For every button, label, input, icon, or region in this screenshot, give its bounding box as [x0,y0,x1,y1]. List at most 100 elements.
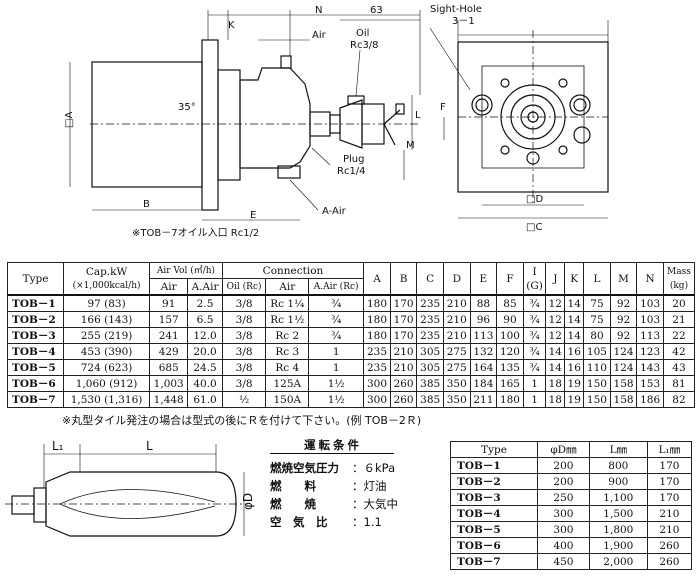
table-cell: 1 [522,375,547,392]
table-cell: 210 [646,505,693,522]
tile-th-phid: φD㎜ [537,441,590,458]
table-cell: TOB－1 [7,294,64,312]
dim-e: E [250,210,256,221]
table-cell: 14 [564,294,585,312]
th-c: C [416,262,444,296]
table-cell: 3/8 [221,294,267,312]
th-cap: Cap.kW(×1,000kcal/h) [62,262,151,296]
table-cell: 103 [636,311,664,328]
table-cell: 900 [588,473,648,490]
table-cell: 724 (623) [62,359,151,376]
label-sight-hole: Sight-Hole [430,4,482,15]
table-cell: 275 [442,359,471,376]
table-cell: 105 [583,343,611,360]
table-cell: 24.5 [187,359,223,376]
th-mass: Mass(kg) [662,262,696,296]
table-cell: 14 [564,327,585,344]
table-cell: 1 [308,343,365,360]
table-cell: 2,000 [588,553,648,570]
table-cell: 12.0 [187,327,223,344]
table-cell: 97 (83) [62,294,151,312]
table-cell: ¾ [308,294,365,312]
th-air: Air [149,278,189,296]
th-a-air: A.Air [187,278,223,296]
table-cell: 21 [662,311,696,328]
table-cell: 135 [496,359,524,376]
table-cell: 170 [646,489,693,506]
table-cell: 450 [537,553,590,570]
table-cell: ¾ [522,343,547,360]
table-cell: Rc 1½ [265,311,310,328]
table-cell: TOB－6 [449,537,539,554]
table-cell: 235 [363,343,391,360]
table-cell: 150A [265,391,310,408]
table-cell: 124 [609,359,638,376]
table-cell: 235 [363,359,391,376]
th-i: I(G) [522,262,547,296]
table-cell: TOB－4 [7,343,64,360]
table-cell: 1 [308,359,365,376]
condition-row: 空 気 比：1.1 [270,515,382,529]
table-cell: 150 [583,391,611,408]
table-cell: 113 [636,327,664,344]
table-cell: TOB－3 [449,489,539,506]
table-cell: 1,003 [149,375,189,392]
table-cell: 19 [564,375,585,392]
table-cell: 3/8 [221,327,267,344]
table-cell: 1,100 [588,489,648,506]
table-cell: 350 [442,391,471,408]
th-oil-rc: Oil (Rc) [221,278,267,296]
table-cell: 12 [545,327,566,344]
dim-63: 63 [370,5,383,16]
table-cell: 12 [545,294,566,312]
dim-l: L [415,110,421,121]
table-cell: 12 [545,311,566,328]
table-cell: 158 [609,375,638,392]
dim-phi-d: φD [241,493,255,510]
table-cell: 1,530 (1,316) [62,391,151,408]
table-cell: ¾ [522,311,547,328]
table-cell: 113 [469,327,498,344]
table-cell: 180 [496,391,524,408]
table-cell: TOB－2 [449,473,539,490]
table-cell: 1,900 [588,537,648,554]
table-cell: 350 [442,375,471,392]
table-cell: 453 (390) [62,343,151,360]
table-cell: 235 [416,311,444,328]
table-cell: 180 [363,327,391,344]
dim-n: N [315,5,322,16]
table-cell: 300 [363,391,391,408]
dim-m: M [406,140,415,151]
conditions-title: 運転条件 [270,437,394,454]
table-cell: 20.0 [187,343,223,360]
table-cell: 2.5 [187,294,223,312]
table-cell: 92 [609,311,638,328]
table-cell: 186 [636,391,664,408]
table-cell: 260 [389,375,418,392]
table-cell: 210 [442,294,471,312]
th-a: A [363,262,391,296]
table-cell: 75 [583,311,611,328]
table-cell: ¾ [308,327,365,344]
burner-drawing: K N 63 Air Oil Rc3/8 35° □A L M Plug Rc1… [64,4,609,239]
table-cell: ¾ [522,359,547,376]
table-cell: 164 [469,359,498,376]
table-cell: 43 [662,359,696,376]
table-cell: 18 [545,375,566,392]
table-cell: 235 [416,294,444,312]
table-cell: Rc 2 [265,327,310,344]
table-cell: 1 [522,391,547,408]
th-j: J [545,262,566,296]
table-cell: 124 [609,343,638,360]
table-cell: 166 (143) [62,311,151,328]
table-cell: 260 [646,537,693,554]
th-f: F [496,262,524,296]
th-m: M [609,262,638,296]
table-cell: 170 [389,327,418,344]
label-angle: 35° [178,102,196,113]
